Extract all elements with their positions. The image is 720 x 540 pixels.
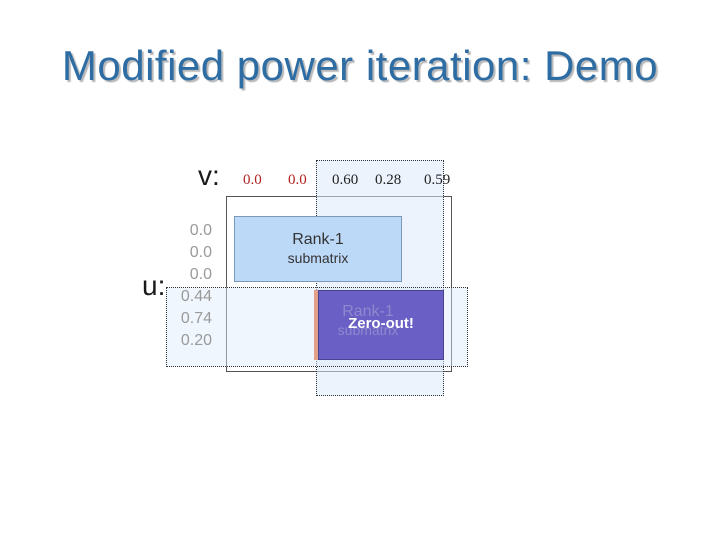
rank1-top-caption: Rank-1 submatrix [234,230,402,268]
slide-title: Modified power iteration: Demo [61,42,659,89]
u-value-3: 0.0 [189,266,212,283]
v-value-2: 0.0 [288,172,307,188]
u-value-5: 0.74 [180,310,212,327]
u-value-4: 0.44 [180,288,212,305]
rank1-submatrix-top [234,216,402,282]
rank1-bottom-caption: Rank-1 submatrix [318,302,418,340]
zero-out-label: Zero-out! [348,315,414,332]
v-value-3: 0.60 [332,172,359,188]
u-value-6: 0.20 [180,332,212,349]
v-value-5: 0.59 [424,172,451,188]
u-label: u: [142,270,166,301]
u-value-2: 0.0 [189,244,212,261]
residual-strip [314,290,320,360]
v-label: v: [198,160,220,191]
v-value-4: 0.28 [375,172,402,188]
u-values-column: 0.0 0.0 0.0 0.44 0.74 0.20 [152,220,212,352]
rank1-top-line1: Rank-1 [292,231,344,248]
u-value-1: 0.0 [189,222,212,239]
zero-out-block [318,290,444,360]
rank1-bottom-line2: submatrix [337,322,399,338]
v-value-1: 0.0 [243,172,262,188]
rank1-top-line2: submatrix [287,250,349,266]
rank1-bottom-line1: Rank-1 [342,303,394,320]
